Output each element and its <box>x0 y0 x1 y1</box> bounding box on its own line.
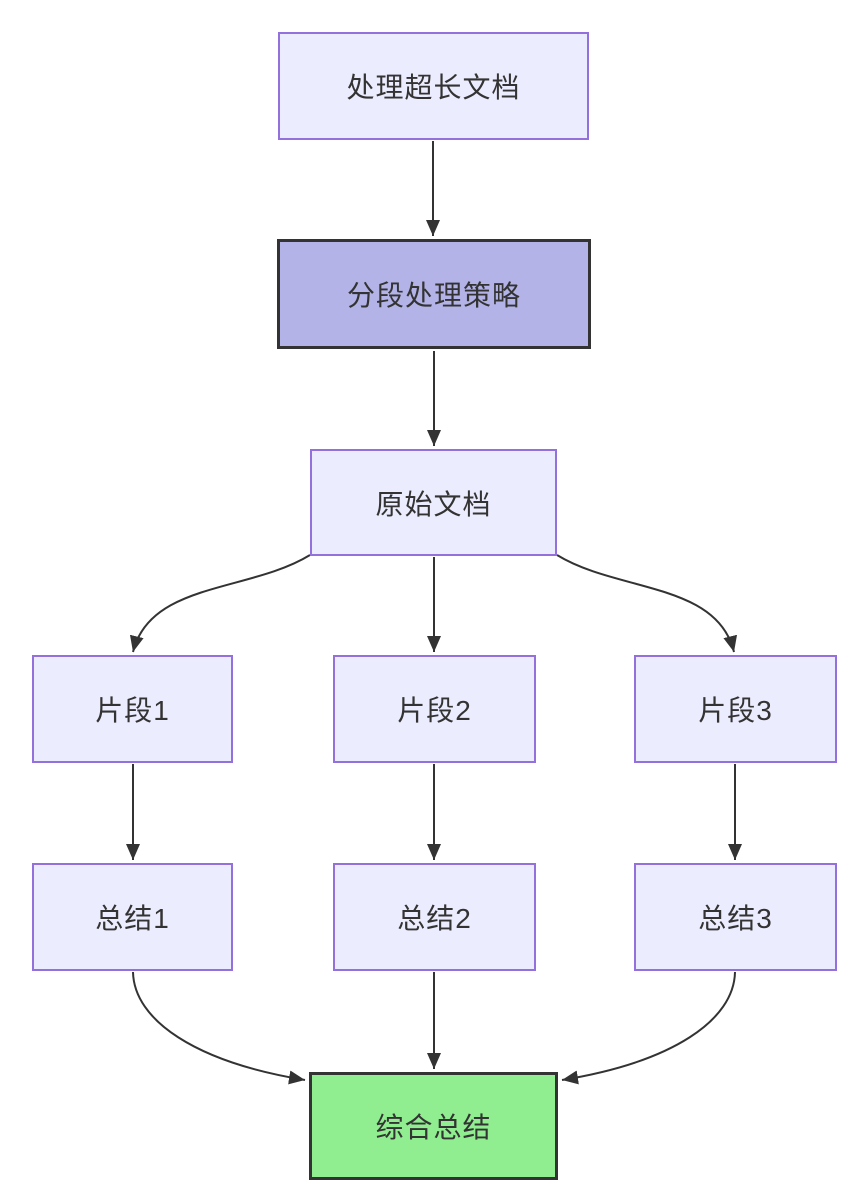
node-process-long-doc: 处理超长文档 <box>278 32 589 140</box>
edge-e1-f <box>132 971 306 1085</box>
node-label: 总结2 <box>397 903 472 934</box>
node-label: 片段3 <box>698 695 773 726</box>
node-label: 分段处理策略 <box>346 280 521 311</box>
edge-e3-f <box>561 971 736 1085</box>
node-fragment-3: 片段3 <box>634 655 837 763</box>
node-label: 总结1 <box>95 903 170 934</box>
node-label: 原始文档 <box>375 488 492 520</box>
node-final-summary: 综合总结 <box>309 1072 558 1180</box>
node-label: 片段2 <box>397 695 472 726</box>
node-label: 总结3 <box>698 903 773 934</box>
node-original-document: 原始文档 <box>310 449 557 556</box>
node-summary-1: 总结1 <box>32 863 233 971</box>
edge-c-d1 <box>129 554 311 653</box>
node-fragment-2: 片段2 <box>333 655 536 763</box>
node-label: 片段1 <box>95 695 170 726</box>
node-label: 处理超长文档 <box>346 72 521 103</box>
node-fragment-1: 片段1 <box>32 655 233 763</box>
node-summary-3: 总结3 <box>634 863 837 971</box>
edge-c-d3 <box>556 554 738 653</box>
node-label: 综合总结 <box>375 1112 492 1143</box>
node-summary-2: 总结2 <box>333 863 536 971</box>
node-segmentation-strategy: 分段处理策略 <box>277 239 591 349</box>
